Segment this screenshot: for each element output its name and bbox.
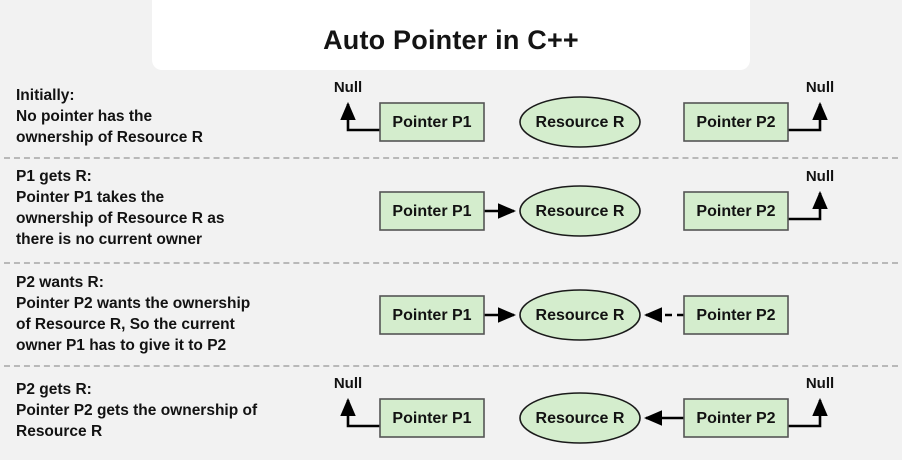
null-label-p2: Null (806, 79, 834, 96)
row-line: ownership of Resource R (16, 129, 203, 146)
pointer-p1-label: Pointer P1 (392, 307, 471, 324)
pointer-p2-label: Pointer P2 (696, 203, 775, 220)
pointer-p2-node[interactable] (683, 102, 789, 142)
resource-node[interactable] (519, 392, 641, 444)
pointer-p1-label: Pointer P1 (392, 203, 471, 220)
pointer-p1-label: Pointer P1 (392, 410, 471, 427)
row-line: there is no current owner (16, 231, 203, 248)
pointer-p2-label: Pointer P2 (696, 410, 775, 427)
null-pointer-p2 (788, 397, 828, 428)
resource-label: Resource R (536, 307, 625, 324)
row-caption: P1 gets R: Pointer P1 takes the ownershi… (16, 166, 326, 250)
null-label-p1: Null (334, 79, 362, 96)
null-label-p2: Null (806, 375, 834, 392)
pointer-p2-node[interactable] (683, 191, 789, 231)
pointer-p2-label: Pointer P2 (696, 114, 775, 131)
null-label-p2: Null (806, 168, 834, 185)
pointer-p1-node[interactable] (379, 191, 485, 231)
pointer-p2-node[interactable] (683, 398, 789, 438)
resource-node[interactable] (519, 289, 641, 341)
pointer-p1-node[interactable] (379, 398, 485, 438)
row-line: Pointer P2 wants the ownership (16, 295, 251, 312)
row-divider (4, 157, 898, 159)
resource-label: Resource R (536, 410, 625, 427)
row-heading: Initially: (16, 87, 75, 104)
row-caption: Initially: No pointer has the ownership … (16, 85, 326, 148)
title-card: Auto Pointer in C++ (152, 0, 750, 70)
row-divider (4, 262, 898, 264)
diagram-row-p1-gets-r: P1 gets R: Pointer P1 takes the ownershi… (0, 158, 902, 263)
row-divider (4, 365, 898, 367)
pointer-p1-label: Pointer P1 (392, 114, 471, 131)
row-heading: P2 wants R: (16, 274, 104, 291)
diagram-row-initially: Initially: No pointer has the ownership … (0, 75, 902, 157)
row-caption: P2 gets R: Pointer P2 gets the ownership… (16, 379, 326, 442)
pointer-p1-node[interactable] (379, 102, 485, 142)
pointer-p1-node[interactable] (379, 295, 485, 335)
row-line: ownership of Resource R as (16, 210, 225, 227)
row-line: Pointer P2 gets the ownership of (16, 402, 258, 419)
resource-node[interactable] (519, 185, 641, 237)
row-heading: P1 gets R: (16, 168, 92, 185)
null-pointer-p1 (340, 397, 380, 428)
diagram-row-p2-gets-r: P2 gets R: Pointer P2 gets the ownership… (0, 367, 902, 460)
null-pointer-p1 (340, 101, 380, 132)
page-title: Auto Pointer in C++ (323, 25, 579, 55)
null-pointer-p2 (788, 190, 828, 221)
row-line: No pointer has the (16, 108, 153, 125)
diagram-svg: Resource R Pointer P1 Pointer P2 (379, 289, 789, 341)
pointer-p2-label: Pointer P2 (696, 307, 775, 324)
resource-label: Resource R (536, 114, 625, 131)
resource-node[interactable] (519, 96, 641, 148)
null-pointer-p2 (788, 101, 828, 132)
row-line: owner P1 has to give it to P2 (16, 337, 227, 354)
row-line: Resource R (16, 423, 103, 440)
diagram-row-p2-wants-r: P2 wants R: Pointer P2 wants the ownersh… (0, 264, 902, 366)
pointer-p2-node[interactable] (683, 295, 789, 335)
row-diagram: Resource R Pointer P1 Pointer P2 (326, 264, 902, 366)
row-heading: P2 gets R: (16, 381, 92, 398)
row-line: Pointer P1 takes the (16, 189, 165, 206)
row-caption: P2 wants R: Pointer P2 wants the ownersh… (16, 272, 326, 356)
resource-label: Resource R (536, 203, 625, 220)
row-line: of Resource R, So the current (16, 316, 235, 333)
null-label-p1: Null (334, 375, 362, 392)
